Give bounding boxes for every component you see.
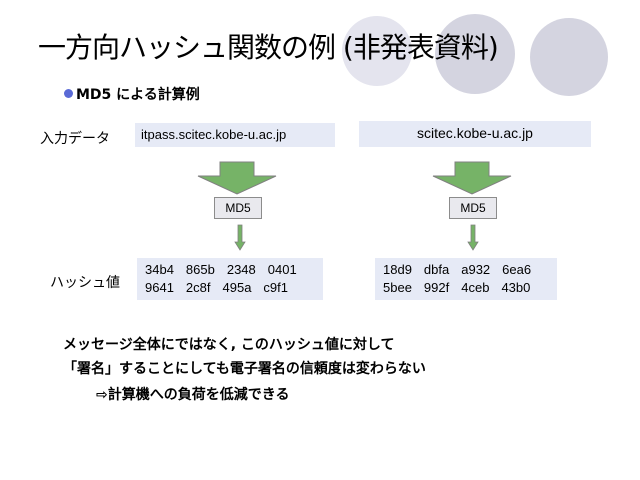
down-arrow-icon [197, 161, 277, 195]
hash-row: 5bee 992f 4ceb 43b0 [383, 279, 549, 297]
bullet-item: MD5 による計算例 [64, 84, 200, 104]
md5-function-box: MD5 [449, 197, 497, 219]
hash-row: 9641 2c8f 495a c9f1 [145, 279, 315, 297]
hash-word: 0401 [267, 262, 297, 277]
hash-word: 992f [423, 280, 450, 295]
input-value-box-2: scitec.kobe-u.ac.jp [359, 121, 591, 147]
hash-word: 495a [222, 280, 252, 295]
small-down-arrow-icon [234, 224, 246, 251]
hash-word: 34b4 [145, 262, 174, 277]
small-down-arrow-icon [467, 224, 479, 251]
md5-function-box: MD5 [214, 197, 262, 219]
bullet-text: MD5 による計算例 [76, 87, 200, 103]
hash-word: 2348 [226, 262, 256, 277]
down-arrow-icon [432, 161, 512, 195]
hash-word: 865b [185, 262, 215, 277]
input-value-box-1: itpass.scitec.kobe-u.ac.jp [135, 123, 335, 147]
decorative-circle [530, 18, 608, 96]
decorative-circle [435, 14, 515, 94]
hash-word: 9641 [145, 280, 174, 295]
hash-value-box-1: 34b4 865b 2348 0401 9641 2c8f 495a c9f1 [137, 258, 323, 300]
hash-row: 18d9 dbfa a932 6ea6 [383, 261, 549, 279]
hash-row: 34b4 865b 2348 0401 [145, 261, 315, 279]
bullet-dot-icon [64, 89, 73, 98]
input-data-label: 入力データ [40, 130, 110, 146]
hash-word: 2c8f [185, 280, 211, 295]
body-line-3: ⇨計算機への負荷を低減できる [96, 387, 290, 403]
hash-value-box-2: 18d9 dbfa a932 6ea6 5bee 992f 4ceb 43b0 [375, 258, 557, 300]
hash-word: 6ea6 [502, 262, 532, 277]
hash-value-label: ハッシュ値 [50, 274, 120, 290]
hash-word: a932 [461, 262, 491, 277]
hash-word: 43b0 [501, 280, 531, 295]
hash-word: c9f1 [263, 280, 288, 295]
decorative-circle [342, 16, 412, 86]
hash-word: 4ceb [461, 280, 490, 295]
hash-word: dbfa [423, 262, 450, 277]
body-line-1: メッセージ全体にではなく, このハッシュ値に対して [63, 337, 395, 353]
hash-word: 5bee [383, 280, 412, 295]
slide-title: 一方向ハッシュ関数の例 (非発表資料) [38, 31, 499, 64]
hash-word: 18d9 [383, 262, 412, 277]
body-line-2: 「署名」することにしても電子署名の信頼度は変わらない [63, 361, 426, 377]
